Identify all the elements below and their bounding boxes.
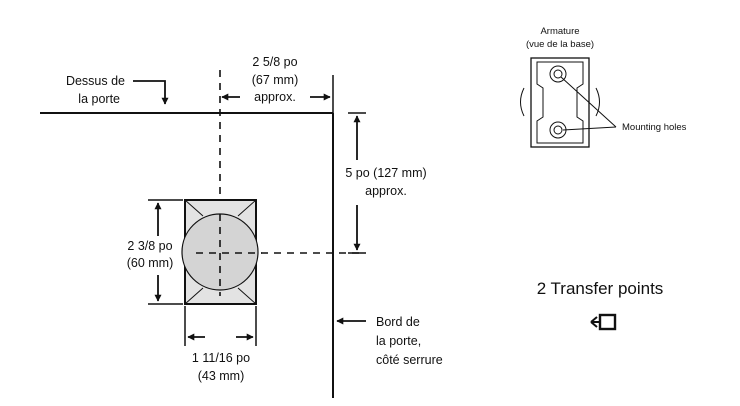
transfer-points-label: 2 Transfer points xyxy=(537,279,664,298)
armature-base-view: Armature (vue de la base) Mounting holes xyxy=(520,26,687,148)
height-line2: (60 mm) xyxy=(127,256,174,270)
mounting-holes-label: Mounting holes xyxy=(622,122,687,133)
door-top-callout: Dessus de la porte xyxy=(66,74,169,106)
armature-footprint xyxy=(181,199,262,305)
vertical-offset-line2: approx. xyxy=(365,184,407,198)
width-line1: 1 11/16 po xyxy=(192,351,250,365)
armature-title-line1: Armature xyxy=(540,26,579,37)
horizontal-offset-line1: 2 5/8 po xyxy=(252,55,297,69)
door-outline xyxy=(40,112,334,398)
vertical-offset-line1: 5 po (127 mm) xyxy=(345,166,426,180)
height-dimension: 2 3/8 po (60 mm) xyxy=(127,199,183,305)
horizontal-offset-line3: approx. xyxy=(254,90,296,104)
width-dimension: 1 11/16 po (43 mm) xyxy=(184,306,257,383)
door-edge-line3: côté serrure xyxy=(376,353,443,367)
door-top-label-line1: Dessus de xyxy=(66,74,125,88)
vertical-offset-dimension: 5 po (127 mm) approx. xyxy=(345,112,427,254)
transfer-point-icon xyxy=(590,313,617,331)
horizontal-offset-line2: (67 mm) xyxy=(252,73,299,87)
door-top-label-line2: la porte xyxy=(78,92,120,106)
height-line1: 2 3/8 po xyxy=(127,239,172,253)
door-edge-line1: Bord de xyxy=(376,315,420,329)
door-edge-line2: la porte, xyxy=(376,334,421,348)
armature-title-line2: (vue de la base) xyxy=(526,39,594,50)
width-line2: (43 mm) xyxy=(198,369,245,383)
horizontal-offset-dimension: 2 5/8 po (67 mm) approx. xyxy=(221,55,334,113)
door-edge-callout: Bord de la porte, côté serrure xyxy=(336,315,443,367)
